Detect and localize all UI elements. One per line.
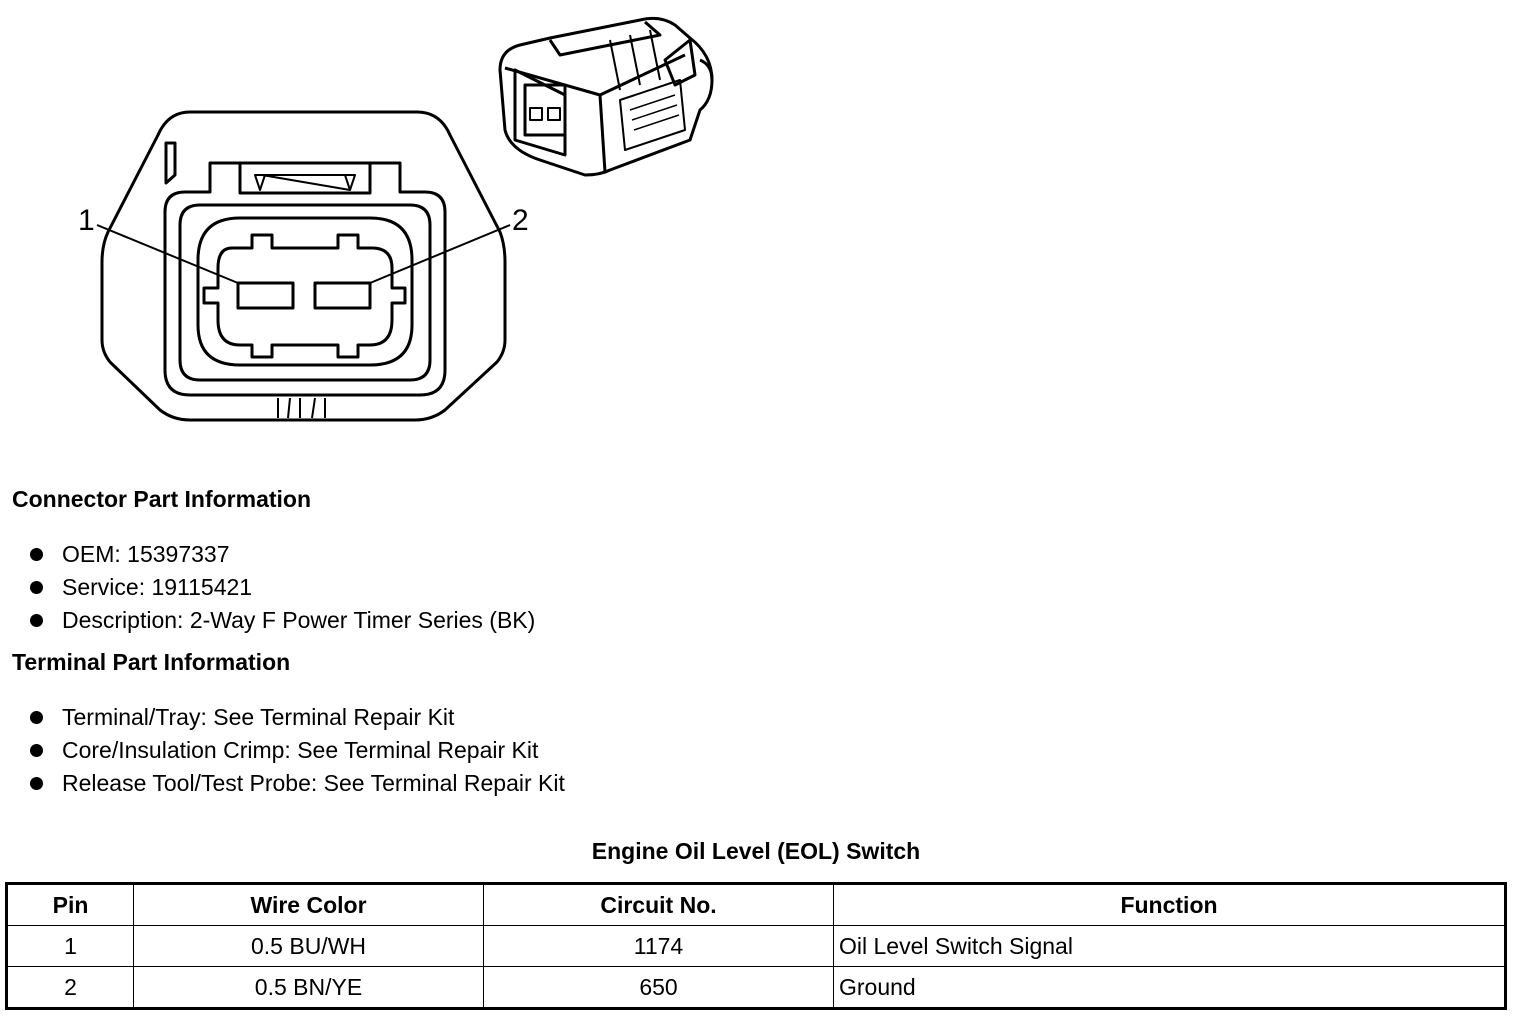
list-item-text: Service: 19115421: [62, 574, 253, 600]
column-header-pin: Pin: [6, 883, 134, 926]
bullet-icon: [30, 777, 43, 790]
list-item-text: Terminal/Tray: See Terminal Repair Kit: [62, 704, 455, 730]
column-header-function: Function: [833, 883, 1506, 926]
list-item-text: Description: 2-Way F Power Timer Series …: [62, 607, 536, 633]
list-item: Terminal/Tray: See Terminal Repair Kit: [30, 701, 565, 734]
connector-part-info-list: OEM: 15397337 Service: 19115421 Descript…: [30, 538, 535, 637]
list-item: Release Tool/Test Probe: See Terminal Re…: [30, 767, 565, 800]
pin-2-leader-line: [369, 224, 511, 284]
pin-1-label: 1: [78, 204, 95, 237]
table-header-row: Pin Wire Color Circuit No. Function: [6, 883, 1506, 926]
bullet-icon: [30, 614, 43, 627]
column-header-circuit-no: Circuit No.: [483, 883, 834, 926]
bullet-icon: [30, 548, 43, 561]
cell-circuit-no: 650: [483, 966, 834, 1009]
bullet-icon: [30, 581, 43, 594]
cell-wire-color: 0.5 BU/WH: [133, 925, 484, 967]
table-row: 2 0.5 BN/YE 650 Ground: [6, 966, 1506, 1009]
pin-1-leader-line: [96, 224, 239, 284]
table-row: 1 0.5 BU/WH 1174 Oil Level Switch Signal: [6, 925, 1506, 967]
table-title: Engine Oil Level (EOL) Switch: [591, 838, 921, 864]
list-item: OEM: 15397337: [30, 538, 535, 571]
connector-3d-view: [498, 16, 714, 177]
list-item: Description: 2-Way F Power Timer Series …: [30, 604, 535, 637]
list-item: Service: 19115421: [30, 571, 535, 604]
connector-outer-housing: [100, 110, 507, 422]
terminal-2: [313, 281, 372, 310]
connector-inner-housing: [163, 161, 447, 397]
cell-pin: 2: [6, 966, 134, 1009]
list-item-text: Core/Insulation Crimp: See Terminal Repa…: [62, 737, 539, 763]
bullet-icon: [30, 744, 43, 757]
list-item-text: Release Tool/Test Probe: See Terminal Re…: [62, 770, 565, 796]
bullet-icon: [30, 711, 43, 724]
connector-part-info-heading: Connector Part Information: [12, 486, 312, 512]
list-item: Core/Insulation Crimp: See Terminal Repa…: [30, 734, 565, 767]
terminal-part-info-list: Terminal/Tray: See Terminal Repair Kit C…: [30, 701, 565, 800]
terminal-part-info-heading: Terminal Part Information: [12, 649, 291, 675]
pinout-table: Pin Wire Color Circuit No. Function 1 0.…: [5, 882, 1507, 1010]
list-item-text: OEM: 15397337: [62, 541, 230, 567]
connector-diagram: 1 2: [78, 16, 714, 422]
connector-side-tab: [164, 141, 177, 185]
cell-wire-color: 0.5 BN/YE: [133, 966, 484, 1009]
column-header-wire-color: Wire Color: [133, 883, 484, 926]
terminal-1: [236, 281, 295, 310]
pin-2-label: 2: [512, 204, 529, 237]
connector-seal-ring: [178, 203, 432, 382]
cell-function: Oil Level Switch Signal: [833, 925, 1506, 967]
cell-function: Ground: [833, 966, 1506, 1009]
cell-pin: 1: [6, 925, 134, 967]
connector-cavity: [202, 233, 407, 359]
connector-latch: [238, 161, 372, 195]
cell-circuit-no: 1174: [483, 925, 834, 967]
